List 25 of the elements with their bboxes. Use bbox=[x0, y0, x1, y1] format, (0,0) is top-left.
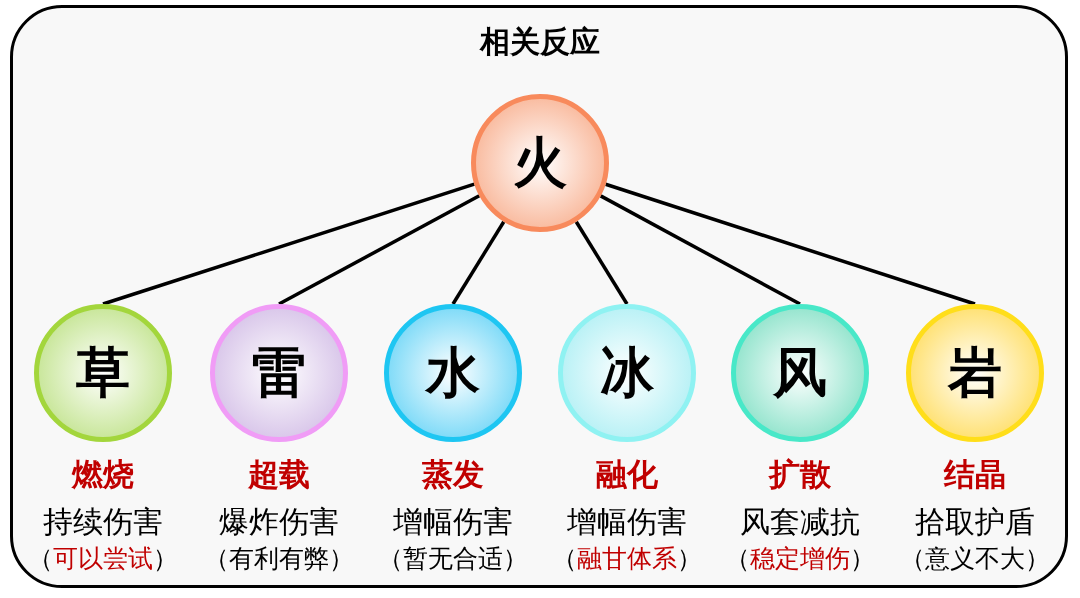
reaction-name: 结晶 bbox=[942, 455, 1007, 493]
effect-text: 增幅伤害 bbox=[392, 503, 514, 541]
note-text: （有利有弊） bbox=[203, 543, 355, 575]
effect-text: 拾取护盾 bbox=[914, 503, 1036, 541]
note-text: （意义不大） bbox=[899, 543, 1051, 575]
reaction-name: 融化 bbox=[595, 455, 659, 493]
effect-text: 风套减抗 bbox=[739, 503, 861, 541]
note-text: （稳定增伤） bbox=[724, 543, 876, 575]
connector-line bbox=[599, 194, 801, 306]
connector-line bbox=[102, 182, 475, 306]
reaction-name: 燃烧 bbox=[70, 455, 135, 493]
effect-text: 爆炸伤害 bbox=[218, 503, 340, 541]
reaction-name: 蒸发 bbox=[421, 455, 485, 493]
connector-line bbox=[605, 182, 976, 306]
effect-text: 持续伤害 bbox=[42, 503, 164, 541]
reaction-name: 超载 bbox=[247, 455, 311, 493]
note-text: （融甘体系） bbox=[551, 543, 703, 575]
connector-line bbox=[451, 220, 506, 305]
note-text: （可以尝试） bbox=[27, 543, 179, 575]
effect-text: 增幅伤害 bbox=[566, 503, 688, 541]
connector-line bbox=[574, 220, 629, 305]
connector-line bbox=[278, 194, 481, 306]
diagram-title: 相关反应 bbox=[478, 23, 601, 61]
note-text: （暂无合适） bbox=[377, 543, 529, 575]
reaction-name: 扩散 bbox=[767, 455, 832, 493]
